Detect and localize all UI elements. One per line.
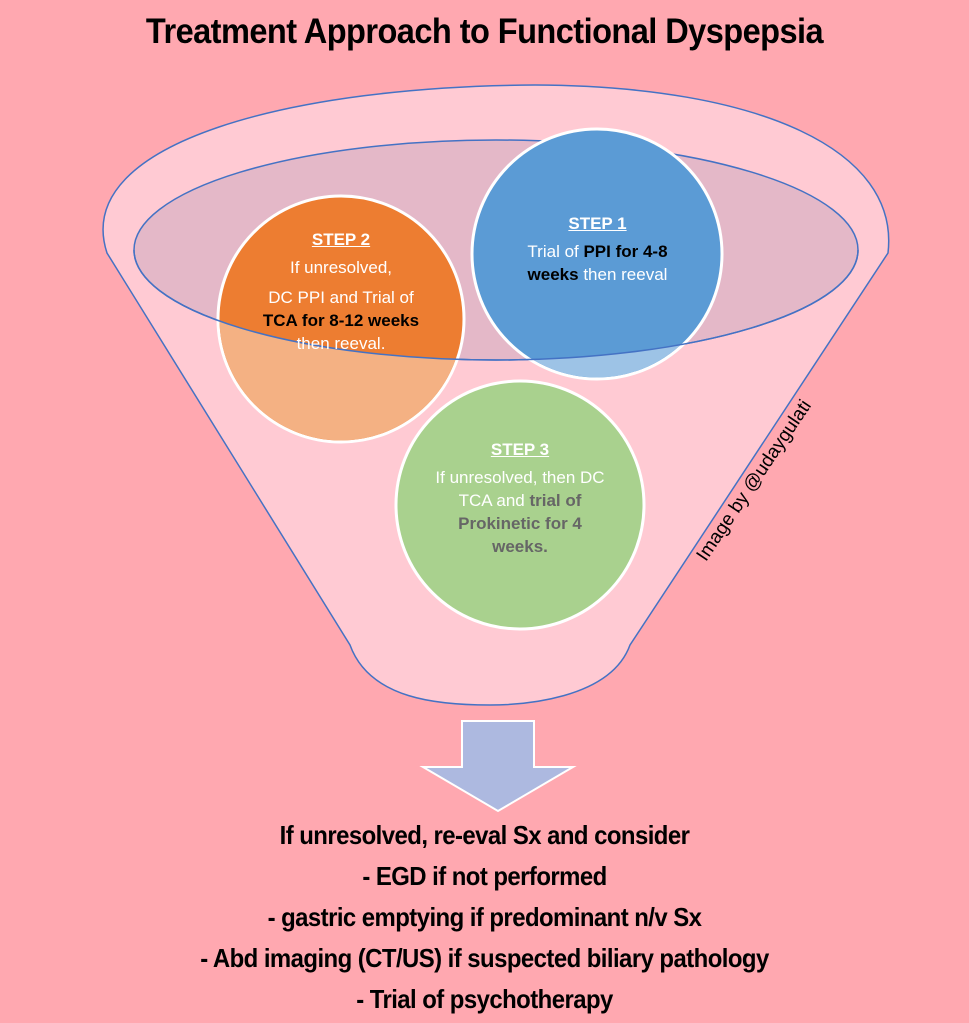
step-3-circle xyxy=(394,379,646,631)
step-2-body-end: then reeval. xyxy=(296,334,386,353)
next-step-item: - gastric emptying if predominant n/v Sx xyxy=(267,902,702,932)
step-1-emphasis: PPI for 4-8 weeks xyxy=(527,242,668,284)
step-2-text: STEP 2 If unresolved, DC PPI and Trial o… xyxy=(256,228,426,355)
next-step-item: - Abd imaging (CT/US) if suspected bilia… xyxy=(200,943,769,973)
step-1-heading: STEP 1 xyxy=(568,214,627,233)
step-1-text: STEP 1 Trial of PPI for 4-8 weeks then r… xyxy=(505,212,690,286)
step-2-line-1: If unresolved, xyxy=(289,258,393,277)
next-steps-intro: If unresolved, re-eval Sx and consider xyxy=(279,820,690,850)
funnel-mouth-edge xyxy=(133,249,859,361)
next-step-item: - EGD if not performed xyxy=(362,861,607,891)
next-step-item: - Trial of psychotherapy xyxy=(356,984,613,1014)
next-steps: If unresolved, re-eval Sx and consider -… xyxy=(0,815,969,1020)
step-3-heading: STEP 3 xyxy=(490,440,550,459)
step-3-text: STEP 3 If unresolved, then DC TCA and tr… xyxy=(430,438,610,558)
page-title: Treatment Approach to Functional Dyspeps… xyxy=(145,12,824,51)
step-3-body: If unresolved, then DC TCA and xyxy=(435,468,605,510)
down-arrow-icon xyxy=(419,720,577,813)
step-2-emphasis: TCA for 8-12 weeks xyxy=(262,311,420,330)
step-1-circle xyxy=(470,127,724,381)
step-1-body-end: then reeval xyxy=(578,265,668,284)
step-2-line-2: DC PPI and Trial of xyxy=(268,288,414,307)
step-3-emphasis: trial of Prokinetic for 4 weeks. xyxy=(458,491,582,556)
step-1-body: Trial of xyxy=(527,242,584,261)
step-2-heading: STEP 2 xyxy=(311,230,371,249)
